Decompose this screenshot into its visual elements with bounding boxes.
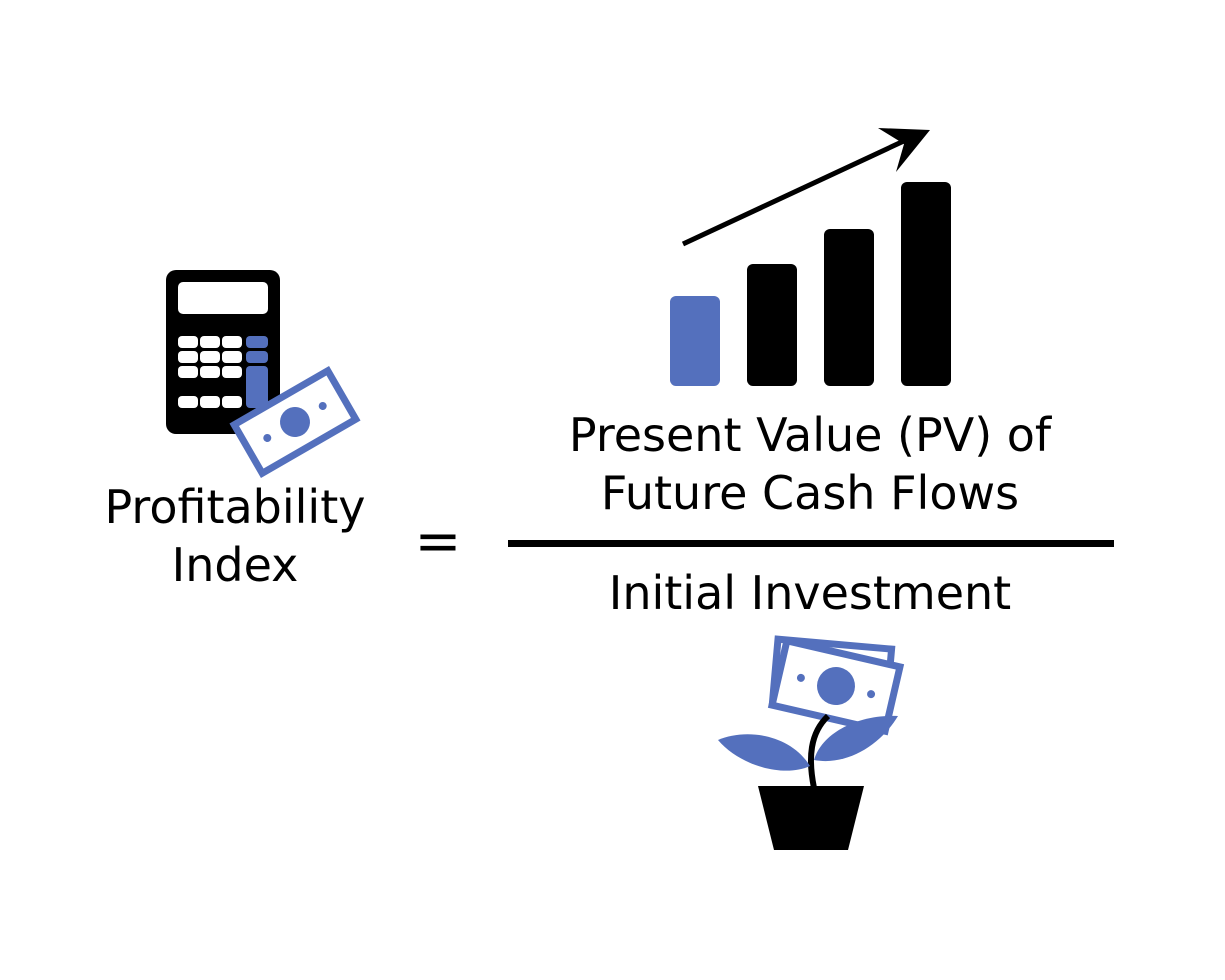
money-plant-in-pot-icon <box>718 635 905 850</box>
fraction-bar <box>508 540 1114 547</box>
numerator-line1: Present Value (PV) of <box>568 408 1052 462</box>
denominator-label: Initial Investment <box>608 566 1012 620</box>
calculator-with-banknote-icon <box>166 270 361 479</box>
equals-sign: = <box>414 509 462 574</box>
lhs-label-line1: Profitability <box>104 480 366 534</box>
lhs-label-line2: Index <box>171 538 299 592</box>
numerator-line2: Future Cash Flows <box>600 466 1020 520</box>
numerator-label: Present Value (PV) of Future Cash Flows <box>510 406 1110 522</box>
profitability-index-label: Profitability Index <box>80 478 390 594</box>
growth-bar-chart-with-arrow-icon <box>670 128 951 386</box>
